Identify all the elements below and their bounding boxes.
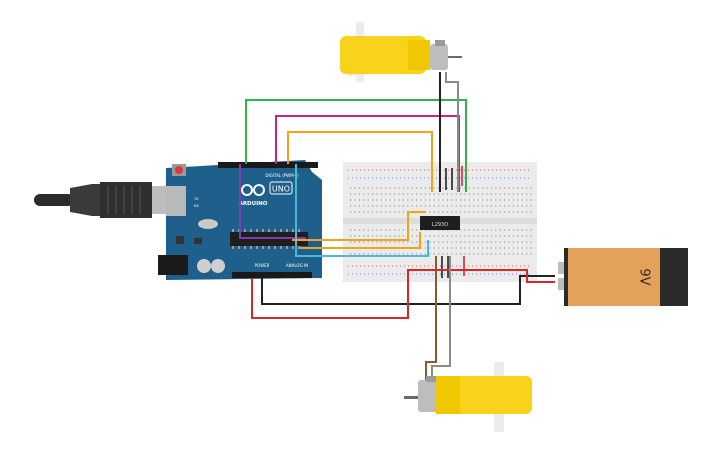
- wire-orange-mid: [292, 211, 426, 241]
- arduino-board: UNO ARDUINO DIGITAL (PWM~) POWER ANALOG …: [158, 160, 322, 280]
- tx-label: TX: [193, 197, 199, 201]
- wire-bottom-motor-grey: [431, 256, 451, 380]
- wire-bottom-motor-brown: [425, 256, 437, 380]
- wire-red-vin: [251, 269, 555, 319]
- breadboard: L293D: [343, 162, 537, 282]
- wire-black-gnd: [261, 275, 555, 305]
- wire-orange-low: [300, 232, 421, 249]
- wire-top-motor-2: [445, 72, 459, 192]
- arduino-model-label: UNO: [272, 185, 290, 194]
- battery-label: 9V: [637, 268, 652, 285]
- bottom-motor: [404, 362, 532, 432]
- rx-label: RX: [194, 204, 199, 208]
- analog-pins-label: ANALOG IN: [286, 263, 308, 268]
- wire-cyan: [295, 164, 429, 257]
- l293d-chip: [420, 216, 460, 230]
- wire-orange-top: [287, 131, 433, 192]
- top-motor: [340, 22, 462, 82]
- arduino-brand-label: ARDUINO: [239, 201, 268, 207]
- power-pins-label: POWER: [255, 263, 270, 268]
- l293d-label: L293D: [432, 222, 448, 228]
- arduino-logo: [241, 184, 265, 196]
- usb-cable: [34, 182, 170, 218]
- digital-pins-label: DIGITAL (PWM~): [265, 173, 299, 178]
- wire-green: [245, 99, 467, 192]
- wires: [239, 72, 555, 380]
- battery: 9V: [558, 248, 688, 306]
- wire-purple: [239, 164, 306, 239]
